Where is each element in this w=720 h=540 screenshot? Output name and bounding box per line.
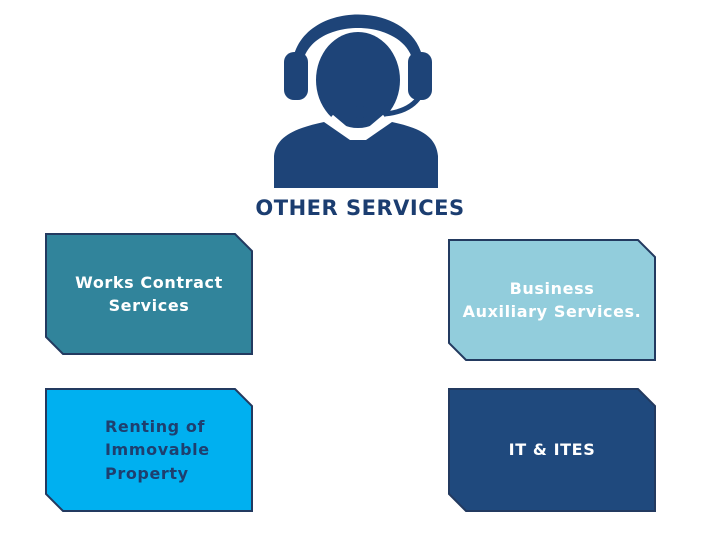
business-auxiliary-services-box: Business Auxiliary Services. [448,239,656,361]
renting-immovable-property-box: Renting of Immovable Property [45,388,253,512]
renting-immovable-property-label: Renting of Immovable Property [105,417,210,483]
diagram-title: OTHER SERVICES [255,196,465,220]
it-ites-label: IT & ITES [508,440,596,460]
business-auxiliary-services-label: Business Auxiliary Services. [462,278,642,321]
works-contract-services-box: Works Contract Services [45,233,253,355]
works-contract-services-label: Works Contract Services [75,273,223,316]
customer-support-headset-icon [270,4,440,188]
it-ites-box: IT & ITES [448,388,656,512]
